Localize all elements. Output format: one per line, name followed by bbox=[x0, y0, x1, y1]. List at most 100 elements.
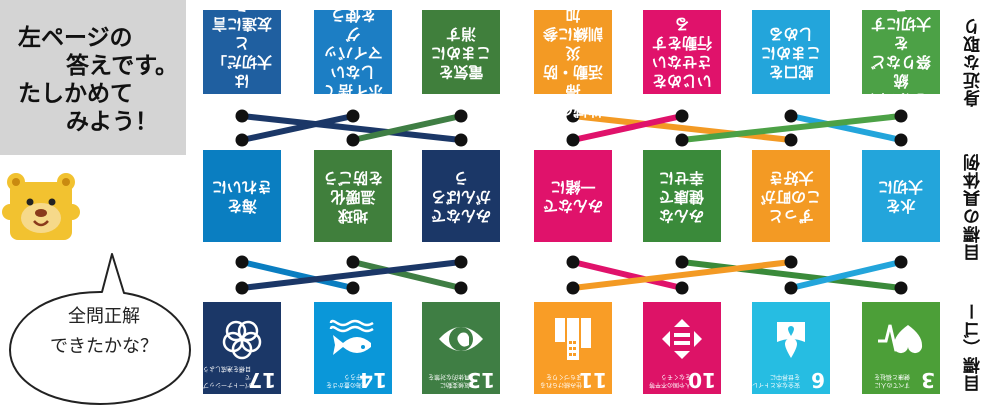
top-band-connection-line bbox=[350, 113, 464, 143]
goal-number: 3 bbox=[921, 368, 935, 392]
connector-dot bbox=[454, 109, 468, 123]
connector-dot bbox=[566, 109, 580, 123]
action-card: 「SDGsは 大切だ」と 友達に言う bbox=[203, 0, 281, 109]
connector-dot bbox=[784, 255, 798, 269]
example-card: 地球 温暖化 を防ごう bbox=[314, 150, 392, 242]
example-card: みんな 健康で 幸せに bbox=[643, 150, 721, 242]
example-card-text: 海を きれいに bbox=[211, 178, 272, 215]
goal-caption: 住み続けられる まちづくりを bbox=[539, 373, 582, 388]
fish-icon bbox=[314, 314, 392, 364]
connector-dot bbox=[346, 281, 360, 295]
action-card-text: 「SDGsは 大切だ」と 友達に言う bbox=[212, 0, 273, 109]
connector-dot bbox=[235, 133, 249, 147]
goal-caption: 海の豊かさを 守ろう bbox=[325, 373, 362, 388]
top-band-connection-line bbox=[239, 113, 356, 143]
side-label-actions: 身近な取り組み bbox=[964, 17, 984, 107]
equality-icon bbox=[643, 314, 721, 364]
connector-dot bbox=[454, 255, 468, 269]
globe-eye-icon bbox=[422, 314, 500, 364]
connector-dot bbox=[894, 109, 908, 123]
connector-dot bbox=[784, 133, 798, 147]
action-card-text: 蛇口を こまめに しめる bbox=[760, 24, 821, 81]
action-card: 電気を こまめに 消す bbox=[422, 10, 500, 94]
connector-dot bbox=[454, 133, 468, 147]
sdg-goal-6-tile: 6 安全な水とトイレ を世界中に bbox=[752, 302, 830, 394]
goal-caption: すべての人に 健康と福祉を bbox=[873, 373, 910, 388]
bottom-band-connection-line bbox=[570, 259, 685, 291]
action-card-text: 地域の清掃 活動・防災 訓練に参加 する bbox=[543, 0, 604, 119]
bottom-band-connection-line bbox=[679, 259, 904, 291]
action-card: 蛇口を こまめに しめる bbox=[752, 10, 830, 94]
goal-number: 13 bbox=[467, 368, 495, 392]
puzzle-bear-mascot-icon bbox=[2, 173, 80, 240]
city-icon bbox=[534, 314, 612, 364]
connector-dot bbox=[346, 133, 360, 147]
heartbeat-icon bbox=[862, 314, 940, 364]
goal-caption: 人や国の不平等 をなくそう bbox=[648, 373, 691, 388]
flower-ring-icon bbox=[203, 314, 281, 364]
side-label-examples: 目標の具体例 bbox=[964, 153, 984, 261]
side-label-goals: 目標（ゴール） bbox=[964, 302, 984, 392]
example-card-text: みんなで がんばろう bbox=[431, 168, 492, 225]
action-card: ポイ捨て しない マイバッグ を使う bbox=[314, 6, 392, 100]
connector-dot bbox=[784, 109, 798, 123]
connector-dot bbox=[675, 281, 689, 295]
connector-dot bbox=[235, 109, 249, 123]
answer-line-1: 左ページの bbox=[18, 25, 133, 51]
top-band-connection-line bbox=[679, 113, 904, 143]
action-card: 地域の伝統 祭りなどを 大切にする bbox=[862, 0, 940, 109]
example-card: ずっと この町が 大好き bbox=[752, 150, 830, 242]
answer-box: 左ページの 答えです。 たしかめて みよう！ bbox=[0, 0, 186, 155]
answer-line-4: みよう！ bbox=[66, 109, 158, 135]
goal-caption: 安全な水とトイレ を世界中に bbox=[751, 373, 800, 388]
connector-dot bbox=[675, 133, 689, 147]
goal-number: 6 bbox=[811, 368, 825, 392]
action-card-text: ポイ捨て しない マイバッグ を使う bbox=[323, 5, 384, 100]
connector-dot bbox=[784, 281, 798, 295]
connector-dot bbox=[454, 281, 468, 295]
example-card: 海を きれいに bbox=[203, 150, 281, 242]
water-drop-icon bbox=[752, 314, 830, 364]
example-card-text: ずっと この町が 大好き bbox=[760, 168, 821, 225]
answer-line-3: たしかめて bbox=[18, 81, 133, 107]
top-band-connection-line bbox=[788, 113, 904, 143]
connector-dot bbox=[346, 109, 360, 123]
sdg-goal-3-tile: 3 すべての人に 健康と福祉を bbox=[862, 302, 940, 394]
action-card-text: 地域の伝統 祭りなどを 大切にする bbox=[870, 0, 932, 109]
goal-number: 10 bbox=[688, 368, 716, 392]
top-band-connection-line bbox=[570, 113, 794, 143]
bubble-text: 全問正解 できたかな？ bbox=[50, 306, 158, 357]
bottom-band-connection-line bbox=[788, 259, 904, 291]
connector-dot bbox=[675, 109, 689, 123]
example-card: みんなで がんばろう bbox=[422, 150, 500, 242]
action-card-text: 電気を こまめに 消す bbox=[430, 24, 491, 81]
bottom-band-connection-line bbox=[239, 259, 356, 291]
example-card-text: 水を 大切に bbox=[878, 178, 924, 215]
connector-dot bbox=[235, 281, 249, 295]
goal-number: 11 bbox=[579, 368, 607, 392]
connector-dot bbox=[346, 255, 360, 269]
action-card: 地域の清掃 活動・防災 訓練に参加 する bbox=[534, 0, 612, 119]
example-card-text: 地球 温暖化 を防ごう bbox=[322, 168, 383, 225]
goal-caption: パートナーシップで 目標を達成しよう bbox=[202, 365, 251, 388]
answer-line-2: 答えです。 bbox=[66, 53, 179, 79]
action-card-text: いじめを させない 行動をする bbox=[652, 15, 713, 90]
top-band-connection-line bbox=[239, 113, 464, 143]
connector-dot bbox=[566, 133, 580, 147]
example-card-text: みんな 健康で 幸せに bbox=[659, 168, 705, 225]
example-card: 水を 大切に bbox=[862, 150, 940, 242]
bottom-band-connection-line bbox=[350, 259, 464, 291]
speech-bubble bbox=[9, 253, 191, 405]
goal-number: 14 bbox=[359, 368, 387, 392]
connector-dot bbox=[894, 255, 908, 269]
top-band-connection-line bbox=[570, 113, 685, 143]
goal-caption: 気候変動に 具体的な対策を bbox=[427, 373, 470, 388]
example-card-text: みんなで 一緒に bbox=[542, 178, 603, 215]
connector-dot bbox=[566, 255, 580, 269]
connector-dot bbox=[235, 255, 249, 269]
action-card: いじめを させない 行動をする bbox=[643, 10, 721, 94]
